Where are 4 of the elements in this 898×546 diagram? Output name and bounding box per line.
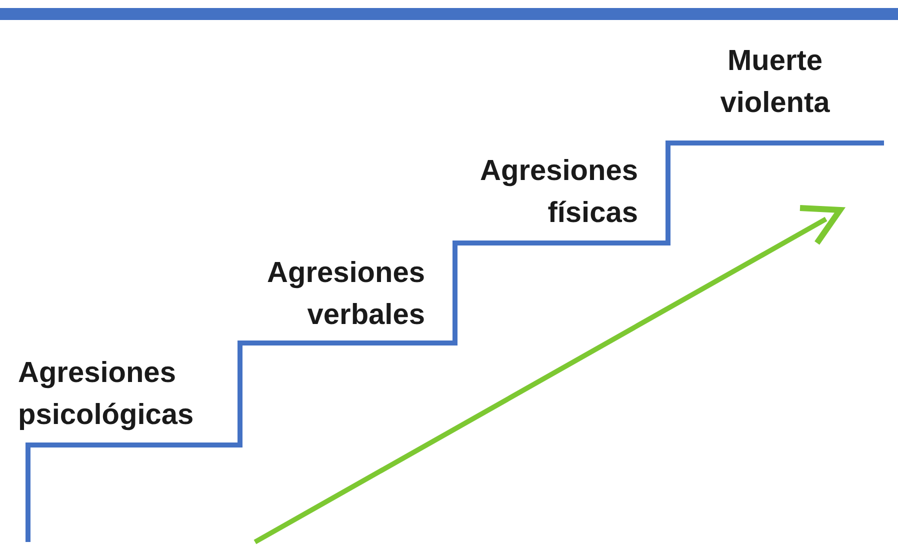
step-label: Agresiones físicas [479,154,638,231]
step-label: Agresiones psicológicas [18,356,195,433]
step-label: Muerte violenta [719,44,831,121]
step-label: Agresiones verbales [266,256,425,333]
